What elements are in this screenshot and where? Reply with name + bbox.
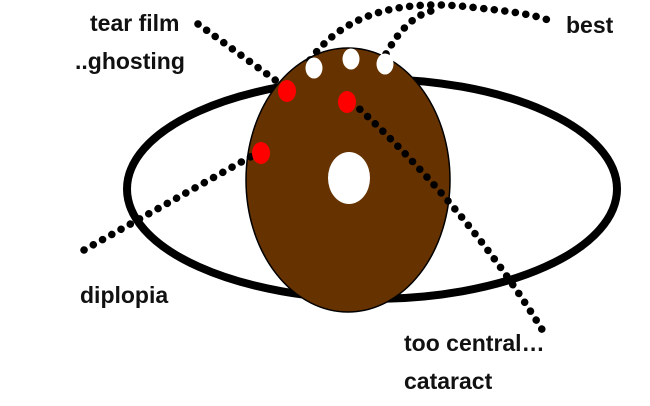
good-marker-right [376, 53, 394, 75]
pointer-line-best-1 [306, 1, 552, 64]
label-tear-film: tear film [90, 10, 180, 36]
bad-marker-tear-film [278, 80, 296, 102]
label-ghosting: ..ghosting [75, 48, 185, 74]
pointer-line-best-2 [382, 6, 440, 58]
bad-marker-too-central [338, 91, 356, 113]
good-marker-center [342, 48, 360, 70]
good-marker-left [305, 57, 323, 79]
label-cataract: cataract [404, 368, 493, 394]
label-too-central: too central… [404, 330, 545, 356]
bad-marker-diplopia [252, 142, 270, 164]
pointer-line-tear-film [194, 20, 286, 89]
pointer-line-too-central [348, 98, 550, 340]
label-diplopia: diplopia [80, 282, 169, 308]
pupil [328, 152, 370, 204]
label-best: best [566, 12, 614, 38]
pointer-line-diplopia [80, 152, 256, 254]
